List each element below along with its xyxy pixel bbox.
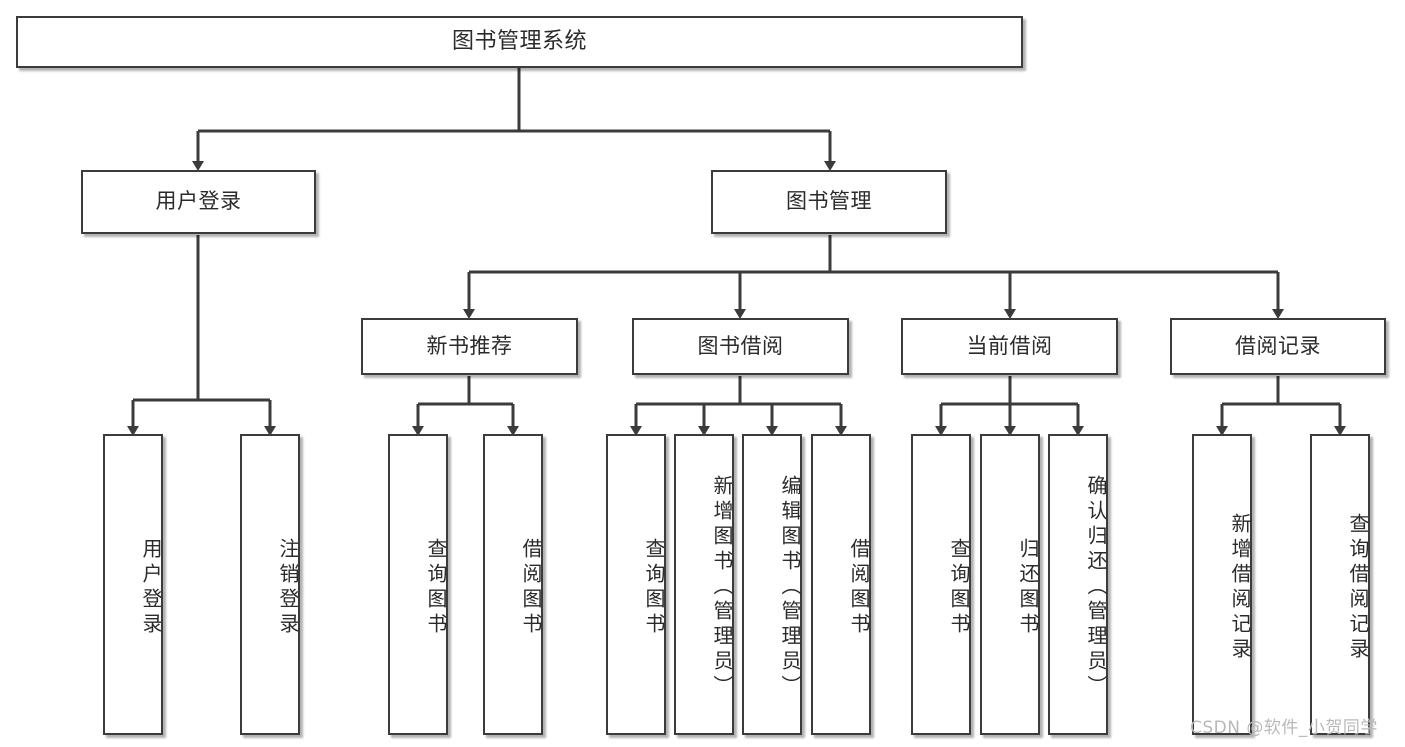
leaf-current-borrow-query[interactable]: 查询图书 bbox=[911, 434, 971, 735]
leaf-borrow-record-query[interactable]: 查询借阅记录 bbox=[1310, 434, 1370, 735]
node-user-login[interactable]: 用户登录 bbox=[81, 170, 316, 234]
leaf-book-borrow-add[interactable]: 新增图书（管理员） bbox=[674, 434, 734, 735]
leaf-new-book-borrow[interactable]: 借阅图书 bbox=[483, 434, 543, 735]
csdn-watermark: CSDN @软件_小贺同学 bbox=[1190, 718, 1378, 738]
leaf-user-login-logout[interactable]: 注销登录 bbox=[240, 434, 300, 735]
leaf-current-borrow-confirm-return[interactable]: 确认归还（管理员） bbox=[1048, 434, 1108, 735]
leaf-borrow-record-add[interactable]: 新增借阅记录 bbox=[1192, 434, 1252, 735]
node-book-management[interactable]: 图书管理 bbox=[711, 170, 947, 234]
node-current-borrow[interactable]: 当前借阅 bbox=[901, 318, 1118, 375]
leaf-book-borrow-borrow[interactable]: 借阅图书 bbox=[811, 434, 871, 735]
leaf-new-book-query[interactable]: 查询图书 bbox=[388, 434, 448, 735]
node-new-book-recommend[interactable]: 新书推荐 bbox=[361, 318, 578, 375]
leaf-user-login-login[interactable]: 用户登录 bbox=[103, 434, 163, 735]
leaf-book-borrow-query[interactable]: 查询图书 bbox=[606, 434, 666, 735]
node-borrow-record[interactable]: 借阅记录 bbox=[1170, 318, 1386, 375]
leaf-current-borrow-return[interactable]: 归还图书 bbox=[980, 434, 1040, 735]
node-book-borrow[interactable]: 图书借阅 bbox=[632, 318, 849, 375]
leaf-book-borrow-edit[interactable]: 编辑图书（管理员） bbox=[742, 434, 802, 735]
node-root-system[interactable]: 图书管理系统 bbox=[16, 16, 1023, 68]
